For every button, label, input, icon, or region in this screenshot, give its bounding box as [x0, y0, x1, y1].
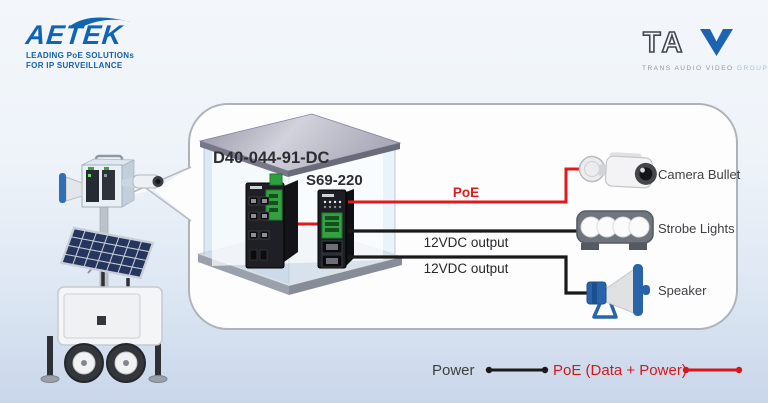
- glass-enclosure: [196, 113, 404, 295]
- equipment-box: [59, 154, 164, 208]
- tav-tagline-main: TRANS AUDIO VIDEO: [642, 65, 737, 72]
- tav-tagline-accent: GROUP: [736, 65, 768, 72]
- tav-wordmark: TA: [642, 26, 733, 60]
- door-latch: [97, 316, 106, 325]
- trailer-camera-icon: [122, 174, 164, 189]
- aetek-tagline-1: LEADING PoE SOLUTIONs: [26, 51, 135, 60]
- strobe-lights-label: Strobe Lights: [658, 221, 735, 236]
- tav-logo: TA TRANS AUDIO VIDEO GROUP: [642, 26, 767, 72]
- legend-lines: [485, 366, 743, 374]
- speaker-label: Speaker: [658, 283, 707, 298]
- connection-lines: [348, 167, 590, 295]
- poe-switch-device: [245, 173, 298, 269]
- switch-model-label: D40-044-91-DC: [213, 149, 330, 167]
- camera-bullet-icon: [578, 152, 657, 189]
- installed-switch: [86, 170, 99, 202]
- media-converter-device: [317, 189, 354, 269]
- speaker-icon: [586, 264, 650, 319]
- tav-letters: TA: [643, 27, 686, 59]
- poe-line: [348, 167, 582, 204]
- trailer-wheels: [64, 343, 146, 383]
- box-handle: [94, 154, 124, 164]
- aetek-swoosh-icon: [70, 17, 130, 27]
- vdc-line-2: [348, 255, 590, 295]
- trailer-body: [57, 286, 163, 346]
- strobe-lights-icon: [576, 210, 654, 250]
- aetek-wordmark: AETEK: [24, 20, 125, 50]
- aetek-tagline-2: FOR IP SURVEILLANCE: [26, 61, 123, 70]
- legend-poe-label: PoE (Data + Power): [553, 362, 687, 379]
- vdc-output-label-1: 12VDC output: [423, 235, 509, 250]
- tav-v-mark-icon: [700, 29, 733, 56]
- tav-tagline: TRANS AUDIO VIDEO GROUP: [642, 65, 767, 72]
- camera-bullet-label: Camera Bullet: [658, 167, 741, 182]
- aetek-logo: AETEK LEADING PoE SOLUTIONs FOR IP SURVE…: [24, 13, 176, 71]
- legend-power-label: Power: [432, 362, 475, 379]
- installed-converter: [102, 170, 115, 200]
- converter-model-label: S69-220: [306, 172, 363, 189]
- trailer-speaker-icon: [59, 173, 83, 203]
- surveillance-trailer: [40, 154, 168, 383]
- poe-connection-label: PoE: [452, 185, 480, 200]
- stabilizer-legs: [40, 336, 168, 383]
- vdc-output-label-2: 12VDC output: [423, 261, 509, 276]
